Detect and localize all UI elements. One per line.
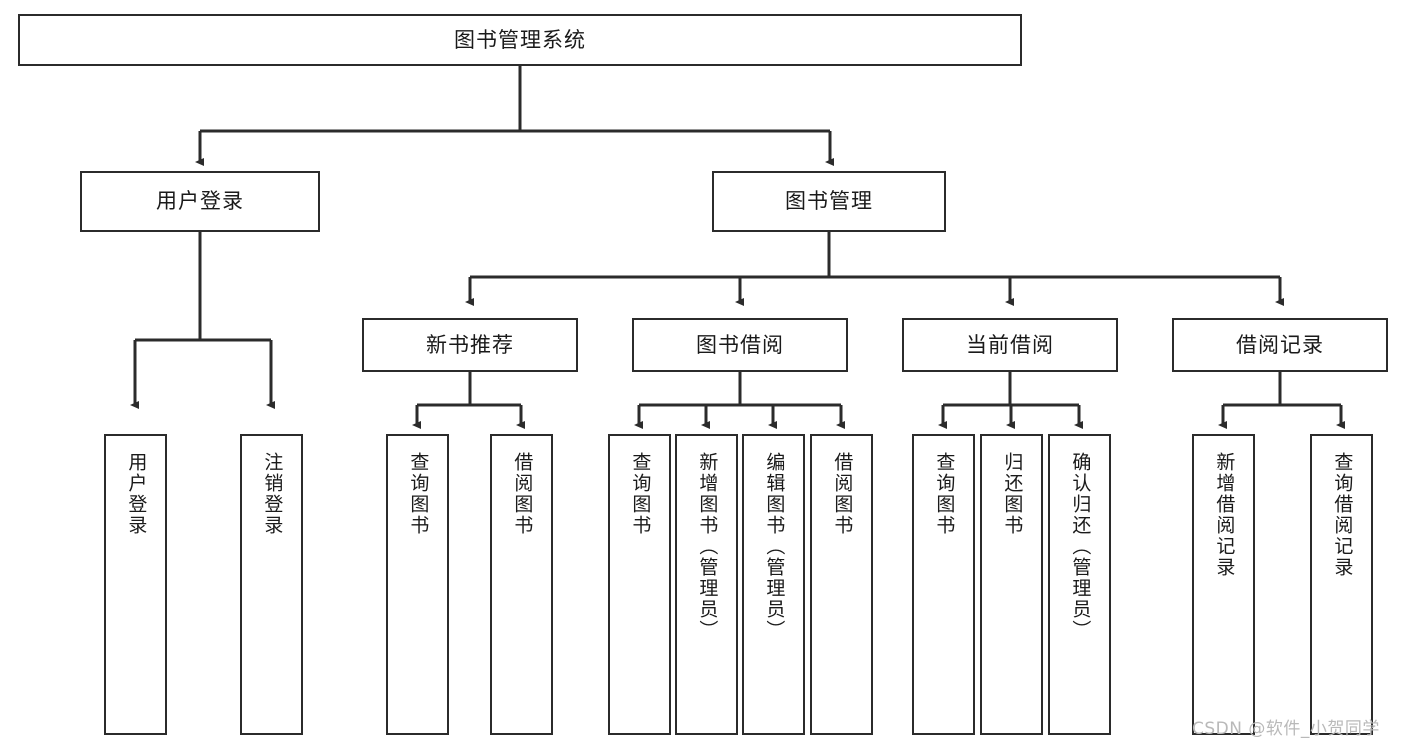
watermark: CSDN @软件_小贺同学: [1192, 719, 1380, 739]
node-label: 图书管理: [785, 189, 873, 214]
node-label: 归还图书: [1001, 452, 1024, 536]
node-label: 确认归还（管理员）: [1069, 452, 1092, 641]
node-label: 借阅记录: [1236, 332, 1324, 357]
leaf-user-login[interactable]: 用户登录: [104, 434, 167, 735]
node-label: 编辑图书（管理员）: [763, 452, 786, 641]
leaf-borrow-book-recommend[interactable]: 借阅图书: [490, 434, 553, 735]
node-label: 借阅图书: [511, 452, 534, 536]
node-label: 查询图书: [933, 452, 956, 536]
leaf-edit-book-admin[interactable]: 编辑图书（管理员）: [742, 434, 805, 735]
leaf-query-borrow-record[interactable]: 查询借阅记录: [1310, 434, 1373, 735]
leaf-query-book-recommend[interactable]: 查询图书: [386, 434, 449, 735]
node-label: 图书管理系统: [454, 27, 586, 52]
leaf-borrow-book[interactable]: 借阅图书: [810, 434, 873, 735]
leaf-query-book-borrow[interactable]: 查询图书: [608, 434, 671, 735]
node-label: 新增借阅记录: [1213, 452, 1236, 578]
node-user-login[interactable]: 用户登录: [80, 171, 320, 232]
leaf-confirm-return-admin[interactable]: 确认归还（管理员）: [1048, 434, 1111, 735]
node-book-management[interactable]: 图书管理: [712, 171, 946, 232]
node-book-borrow[interactable]: 图书借阅: [632, 318, 848, 372]
node-label: 当前借阅: [966, 332, 1054, 357]
node-borrow-record[interactable]: 借阅记录: [1172, 318, 1388, 372]
node-root-system[interactable]: 图书管理系统: [18, 14, 1022, 66]
node-label: 用户登录: [156, 189, 244, 214]
node-label: 用户登录: [125, 452, 148, 536]
node-new-book-recommend[interactable]: 新书推荐: [362, 318, 578, 372]
node-label: 注销登录: [261, 452, 284, 536]
node-label: 图书借阅: [696, 332, 784, 357]
node-current-borrow[interactable]: 当前借阅: [902, 318, 1118, 372]
leaf-add-borrow-record[interactable]: 新增借阅记录: [1192, 434, 1255, 735]
node-label: 查询图书: [407, 452, 430, 536]
node-label: 查询借阅记录: [1331, 452, 1354, 578]
node-label: 新书推荐: [426, 332, 514, 357]
node-label: 查询图书: [629, 452, 652, 536]
node-label: 新增图书（管理员）: [696, 452, 719, 641]
leaf-return-book[interactable]: 归还图书: [980, 434, 1043, 735]
leaf-logout[interactable]: 注销登录: [240, 434, 303, 735]
leaf-query-book-current[interactable]: 查询图书: [912, 434, 975, 735]
node-label: 借阅图书: [831, 452, 854, 536]
leaf-add-book-admin[interactable]: 新增图书（管理员）: [675, 434, 738, 735]
